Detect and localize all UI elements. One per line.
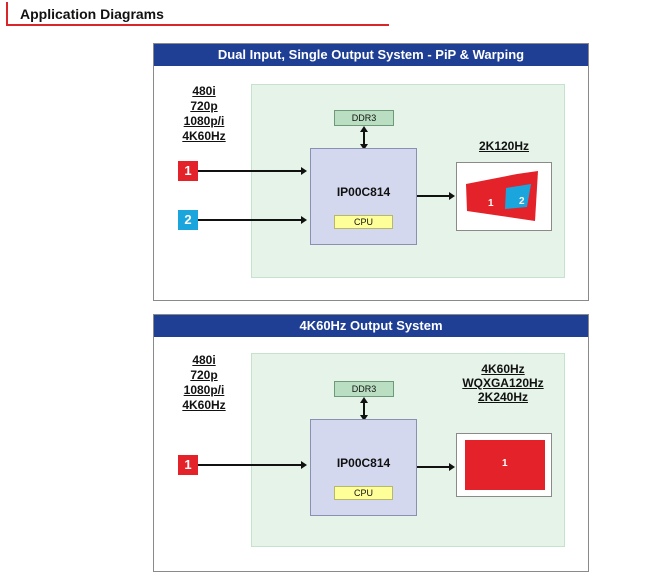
input-2-arrow (198, 216, 307, 224)
input-formats: 480i 720p 1080p/i 4K60Hz (174, 84, 234, 144)
processor-name: IP00C814 (336, 185, 391, 199)
processor-block: IP00C814 CPU (310, 148, 417, 245)
input-2-badge: 2 (178, 210, 198, 230)
format-label: 720p (190, 368, 218, 382)
memory-link (360, 126, 368, 150)
format-label: 720p (190, 99, 218, 113)
format-label: 4K60Hz (182, 398, 226, 412)
output-formats: 2K120Hz (456, 139, 552, 153)
output-arrow (417, 192, 455, 200)
input-1-arrow (198, 461, 307, 469)
output-label: 4K60Hz (481, 362, 525, 376)
memory-link (360, 397, 368, 421)
format-label: 480i (192, 84, 216, 98)
ddr3-memory-block: DDR3 (334, 110, 394, 126)
input-1-badge: 1 (178, 161, 198, 181)
processor-block: IP00C814 CPU (310, 419, 417, 516)
cpu-block: CPU (334, 215, 393, 229)
panel-title: Dual Input, Single Output System - PiP &… (154, 44, 588, 66)
cpu-block: CPU (334, 486, 393, 500)
output-label: WQXGA120Hz (462, 376, 544, 390)
diagram-dual-input: Dual Input, Single Output System - PiP &… (153, 43, 589, 301)
pip-warp-illustration (466, 171, 538, 221)
input-1-arrow (198, 167, 307, 175)
format-label: 4K60Hz (182, 129, 226, 143)
output-arrow (417, 463, 455, 471)
main-picture-label: 1 (488, 198, 494, 209)
format-label: 1080p/i (183, 114, 225, 128)
processor-name: IP00C814 (336, 456, 391, 470)
output-formats: 4K60Hz WQXGA120Hz 2K240Hz (446, 362, 560, 404)
heading-text: Application Diagrams (20, 6, 164, 22)
ddr3-memory-block: DDR3 (334, 381, 394, 397)
output-label: 2K120Hz (478, 139, 530, 153)
format-label: 1080p/i (183, 383, 225, 397)
pip-picture-label: 2 (519, 196, 525, 207)
format-label: 480i (192, 353, 216, 367)
pip-picture-shape (505, 184, 531, 209)
display-screen: 1 (456, 433, 552, 497)
main-picture-shape (466, 171, 538, 221)
output-label: 2K240Hz (477, 390, 529, 404)
input-1-badge: 1 (178, 455, 198, 475)
display-screen: 1 2 (456, 162, 552, 231)
panel-title: 4K60Hz Output System (154, 315, 588, 337)
diagram-4k60-output: 4K60Hz Output System 480i 720p 1080p/i 4… (153, 314, 589, 572)
section-heading: Application Diagrams (6, 2, 389, 26)
input-formats: 480i 720p 1080p/i 4K60Hz (174, 353, 234, 413)
full-picture-label: 1 (502, 458, 508, 469)
full-picture-shape (465, 440, 545, 490)
